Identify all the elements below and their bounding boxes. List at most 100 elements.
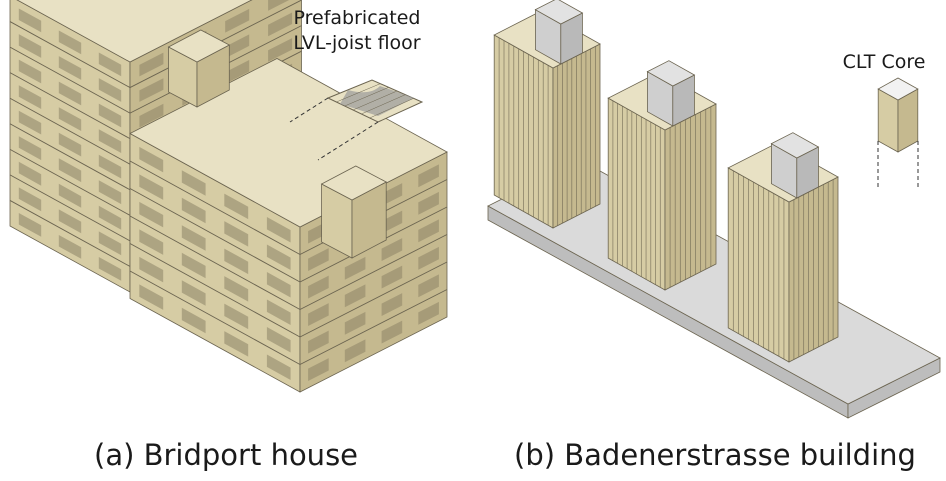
bridport-front-right-window [344, 339, 366, 363]
bridport-front-left [129, 146, 301, 380]
bridport-front-left-window [224, 221, 249, 247]
bridport-main-left-window [58, 183, 82, 208]
bridport-rooftop-box-2-top-face [320, 165, 388, 201]
badener-block-2-core [646, 60, 696, 127]
bridport-front-left-window [224, 248, 249, 275]
bridport-rooftop-box-2 [320, 165, 388, 259]
lvl-joist-line [336, 83, 381, 103]
lvl-joist-line [361, 94, 406, 115]
bridport-main-right-window [225, 60, 250, 84]
bridport-main-left-floor-line [9, 148, 131, 216]
badener-block-2-core-top-face [646, 60, 696, 87]
bridport-front-right-window [308, 358, 329, 381]
bridport-front-left-window [224, 303, 249, 330]
bridport-main-left-window [18, 136, 42, 161]
bridport-main-left-window [18, 110, 42, 135]
bridport-main-left-window [98, 129, 122, 153]
bridport-main-left-window [58, 30, 82, 55]
bridport-main-left-window [98, 257, 122, 281]
badener-block-3-left [732, 170, 785, 360]
bridport-main-left-floor-line [9, 123, 131, 191]
bridport-front-left-window [224, 331, 249, 357]
bridport-main-right-window [268, 38, 293, 62]
bridport-front-right-window [418, 301, 439, 325]
bridport-main-left-window [58, 81, 82, 106]
bridport-main-left-floor-line [9, 72, 131, 140]
lvl-floor-callout: Prefabricated LVL-joist floor [272, 6, 442, 56]
badener-block-1-core [534, 0, 584, 65]
bridport-front-right-floor-line [299, 261, 448, 338]
bridport-front-right-window [381, 210, 403, 234]
bridport-main-left-window [58, 158, 82, 183]
badener-block-1-core-top-face [534, 0, 584, 25]
bridport-house-drawing [9, 0, 448, 393]
bridport-main-left-floor-line [9, 174, 131, 242]
bridport-main-left-window [18, 34, 42, 58]
bridport-front-left-window [266, 354, 291, 380]
bridport-front-left-window [139, 256, 164, 283]
bridport-main-left-window [58, 107, 82, 131]
bridport-front-left-window [181, 170, 206, 196]
lvl-floor-callout-line1: Prefabricated [293, 7, 421, 29]
bridport-main-left-window [98, 78, 122, 102]
bridport-main-left-floor-line [9, 21, 131, 88]
badener-block-3-right [793, 179, 834, 360]
bridport-main-left-window [98, 154, 122, 179]
bridport-front-right-floor-line [299, 234, 448, 310]
bridport-main-right-window [139, 52, 164, 77]
bridport-front-left-window [139, 174, 164, 200]
bridport-front-right [299, 164, 448, 381]
bridport-main-left [9, 8, 131, 281]
lvl-joist-line [369, 98, 414, 119]
bridport-main-right-window [139, 78, 164, 102]
bridport-front-left-window [139, 284, 164, 310]
lvl-joist-line [352, 90, 398, 111]
badener-block-3-core-top-face [770, 132, 820, 159]
bridport-rooftop-box-1-top-face [167, 29, 231, 63]
bridport-main-left-window [18, 59, 42, 84]
bridport-front-left-floor-line [129, 215, 301, 310]
clt-core-box [877, 77, 919, 153]
bridport-main-left-window [98, 231, 122, 256]
bridport-main-left-window [58, 209, 82, 234]
bridport-main-left-window [98, 52, 122, 77]
bridport-front-right-window [418, 191, 439, 215]
bridport-front-right-window [344, 256, 366, 280]
bridport-front-left-window [181, 307, 206, 334]
bridport-front-left-window [139, 229, 164, 255]
bridport-front-left-window [266, 299, 291, 325]
bridport-main-left-window [58, 132, 82, 157]
lvl-leader-line-2 [317, 121, 379, 161]
bridport-main-right-window [268, 0, 290, 11]
bridport-front-left-window [266, 244, 291, 270]
bridport-main-right-window [268, 12, 293, 37]
badener-block-3-core [770, 132, 820, 199]
bridport-front-right-window [308, 248, 329, 271]
bridport-main-left-window [98, 205, 122, 230]
bridport-front-right-window [381, 320, 403, 344]
bridport-front-left-window [181, 280, 206, 306]
clt-core-callout: CLT Core [842, 51, 926, 73]
bridport-front-right-window [381, 238, 403, 261]
bridport-main-left-floor-line [9, 97, 131, 165]
lvl-leader-line-1 [289, 97, 329, 123]
bridport-front-left-window [181, 225, 206, 251]
badenerstrasse-building-drawing [487, 0, 941, 419]
bridport-front-left-window [266, 327, 291, 353]
bridport-front-right-floor-line [299, 289, 448, 365]
bridport-main-left-window [98, 103, 122, 128]
bridport-front-right-window [381, 183, 403, 206]
bridport-front-left-floor-line [129, 270, 301, 365]
lvl-joist-line [344, 87, 389, 107]
badener-block-2-right [669, 106, 712, 288]
bridport-front-left-window [181, 197, 206, 224]
bridport-main-left-window [18, 85, 42, 109]
bridport-front-left-floor-line [129, 243, 301, 338]
bridport-front-right-window [381, 265, 403, 289]
bridport-front-right-window [418, 219, 439, 243]
bridport-main-right-window [139, 103, 164, 128]
bridport-front-left-floor-line [129, 188, 301, 283]
bridport-main-left-window [98, 180, 122, 205]
badener-block-2-left [612, 100, 661, 288]
